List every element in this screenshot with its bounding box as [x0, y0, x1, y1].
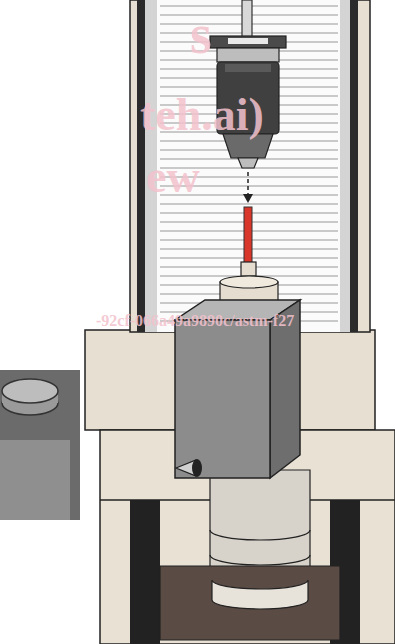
table-slot	[130, 500, 160, 644]
knob-top	[2, 379, 58, 403]
chuck-collar	[217, 48, 279, 62]
base-plate	[160, 566, 340, 640]
flange	[210, 36, 286, 48]
chuck-tip	[238, 158, 258, 168]
rod	[242, 0, 252, 38]
watermark-text: teh.ai)	[140, 88, 264, 141]
set-pin-hole	[192, 459, 202, 477]
chuck-band	[225, 64, 271, 72]
watermark-text: -92cf-066a49a9890c/astm-f27	[96, 312, 294, 330]
mount-disc	[212, 580, 308, 609]
specimen	[244, 207, 252, 263]
specimen-holder	[241, 262, 256, 276]
flange-light	[228, 38, 268, 44]
arrow-head	[243, 194, 253, 203]
column	[130, 0, 370, 332]
motion-arrow	[247, 172, 249, 196]
fixture-top	[220, 276, 278, 288]
column-rail-light	[340, 0, 350, 332]
block-front	[175, 320, 270, 478]
watermark-text: s	[190, 2, 212, 66]
side-plate-face	[0, 440, 70, 520]
watermark-text: ew	[146, 150, 200, 203]
column-rail	[350, 0, 358, 332]
column-rail	[137, 0, 145, 332]
mount-ring	[210, 530, 310, 540]
side-plate	[0, 370, 80, 520]
mount-ring	[210, 555, 310, 565]
